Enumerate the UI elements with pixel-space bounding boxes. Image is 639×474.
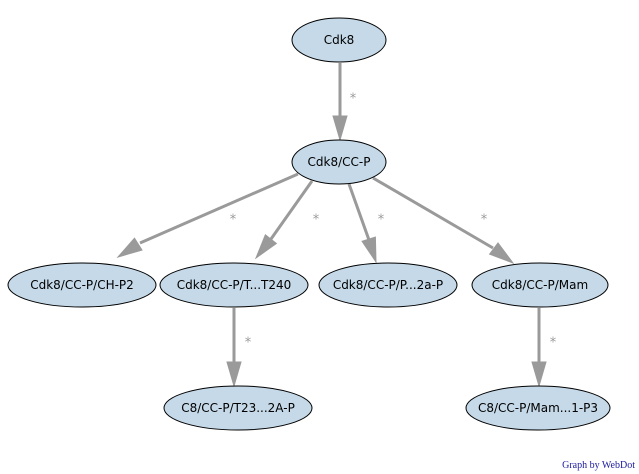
edge-n1-n3: *	[254, 180, 320, 260]
edge-n1-n2: *	[116, 172, 299, 258]
node-label: C8/CC-P/T23...2A-P	[181, 401, 295, 415]
edge-n0-n1: *	[332, 63, 357, 142]
node-ellipse[interactable]	[471, 262, 609, 308]
edge-label: *	[481, 213, 488, 228]
node-label: Cdk8/CC-P/T...T240	[177, 278, 292, 292]
edge-label: *	[230, 213, 237, 228]
node-n2[interactable]: Cdk8/CC-P/CH-P2	[7, 262, 157, 308]
edge-n1-n5: *	[372, 176, 515, 265]
node-ellipse[interactable]	[7, 262, 157, 308]
webdot-credit[interactable]: Graph by WebDot	[562, 460, 635, 471]
node-n5[interactable]: Cdk8/CC-P/Mam	[471, 262, 609, 308]
node-label: Cdk8/CC-P	[308, 155, 371, 169]
edge-line	[372, 176, 494, 250]
edge-label: *	[313, 213, 320, 228]
edges-layer: * * * * * * *	[116, 63, 557, 388]
edge-label: *	[245, 336, 252, 351]
node-label: C8/CC-P/Mam...1-P3	[478, 401, 598, 415]
node-label: Cdk8/CC-P/P...2a-P	[333, 278, 443, 292]
edge-label: *	[350, 92, 357, 107]
node-label: Cdk8/CC-P/Mam	[492, 278, 588, 292]
node-n7[interactable]: C8/CC-P/Mam...1-P3	[465, 385, 611, 431]
edge-label: *	[550, 336, 557, 351]
edge-arrowhead	[361, 236, 377, 264]
node-n0[interactable]: Cdk8	[291, 17, 387, 63]
edge-arrowhead	[332, 115, 348, 142]
edge-line	[269, 180, 314, 240]
edge-n1-n4: *	[347, 183, 385, 264]
node-ellipse[interactable]	[291, 17, 387, 63]
node-n4[interactable]: Cdk8/CC-P/P...2a-P	[318, 262, 458, 308]
edge-arrowhead	[531, 361, 547, 388]
node-n3[interactable]: Cdk8/CC-P/T...T240	[159, 262, 309, 308]
node-ellipse[interactable]	[163, 385, 313, 431]
edge-arrowhead	[488, 242, 515, 265]
edge-line	[139, 172, 299, 245]
edge-n3-n6: *	[226, 308, 252, 388]
node-ellipse[interactable]	[318, 262, 458, 308]
node-label: Cdk8/CC-P/CH-P2	[30, 278, 134, 292]
node-ellipse[interactable]	[465, 385, 611, 431]
edge-arrowhead	[116, 237, 143, 258]
edge-n5-n7: *	[531, 308, 557, 388]
node-n6[interactable]: C8/CC-P/T23...2A-P	[163, 385, 313, 431]
edge-arrowhead	[254, 234, 278, 260]
edge-line	[347, 183, 371, 241]
edge-label: *	[378, 213, 385, 228]
node-label: Cdk8	[324, 33, 355, 47]
node-n1[interactable]: Cdk8/CC-P	[291, 139, 387, 185]
node-ellipse[interactable]	[291, 139, 387, 185]
node-ellipse[interactable]	[159, 262, 309, 308]
edge-arrowhead	[226, 361, 242, 388]
